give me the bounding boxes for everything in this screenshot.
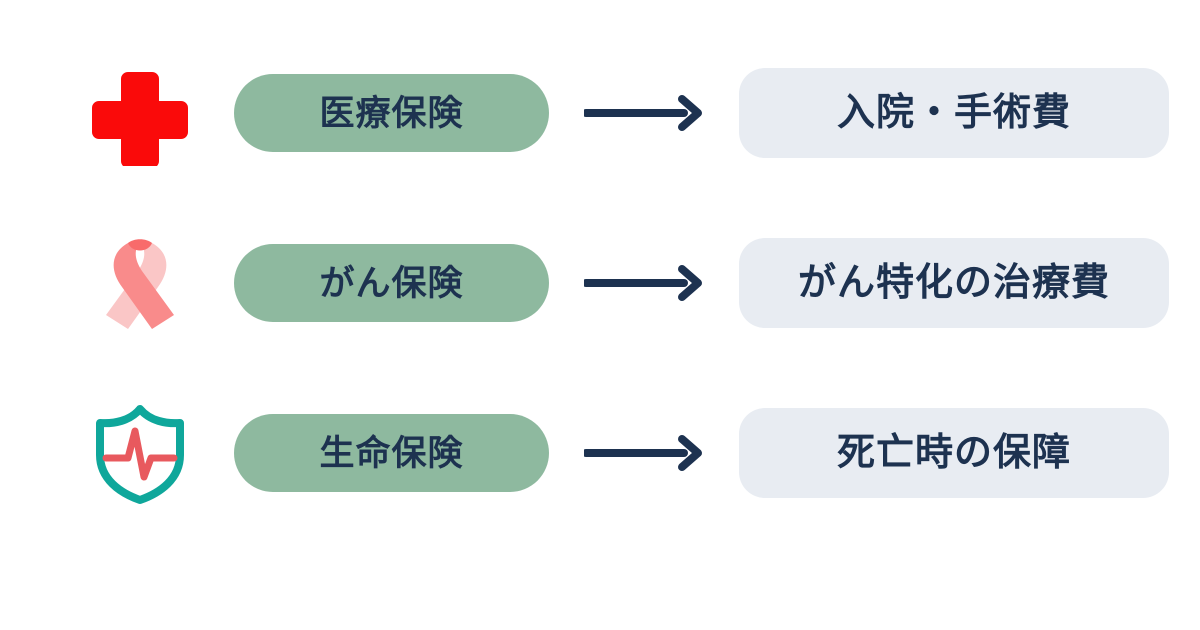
benefit-label: 死亡時の保障 [836,432,1071,474]
benefit-label: がん特化の治療費 [797,262,1110,304]
medical-cross-icon [64,37,216,189]
insurance-row-medical: 医療保険 入院・手術費 [0,28,1200,198]
insurance-type-pill-life[interactable]: 生命保険 [234,414,549,492]
benefit-label: 入院・手術費 [836,92,1071,134]
pink-ribbon-icon [64,207,216,359]
shield-heartbeat-icon [64,377,216,529]
insurance-type-pill-medical[interactable]: 医療保険 [234,74,549,152]
arrow-right-icon [549,263,739,303]
benefit-pill-medical[interactable]: 入院・手術費 [739,68,1169,158]
insurance-row-cancer: がん保険 がん特化の治療費 [0,198,1200,368]
insurance-type-label: 医療保険 [319,93,464,133]
benefit-pill-cancer[interactable]: がん特化の治療費 [739,238,1169,328]
arrow-right-icon [549,433,739,473]
arrow-right-icon [549,93,739,133]
benefit-pill-life[interactable]: 死亡時の保障 [739,408,1169,498]
insurance-type-label: がん保険 [319,263,464,303]
insurance-type-label: 生命保険 [319,433,464,473]
insurance-row-life: 生命保険 死亡時の保障 [0,368,1200,538]
insurance-type-pill-cancer[interactable]: がん保険 [234,244,549,322]
